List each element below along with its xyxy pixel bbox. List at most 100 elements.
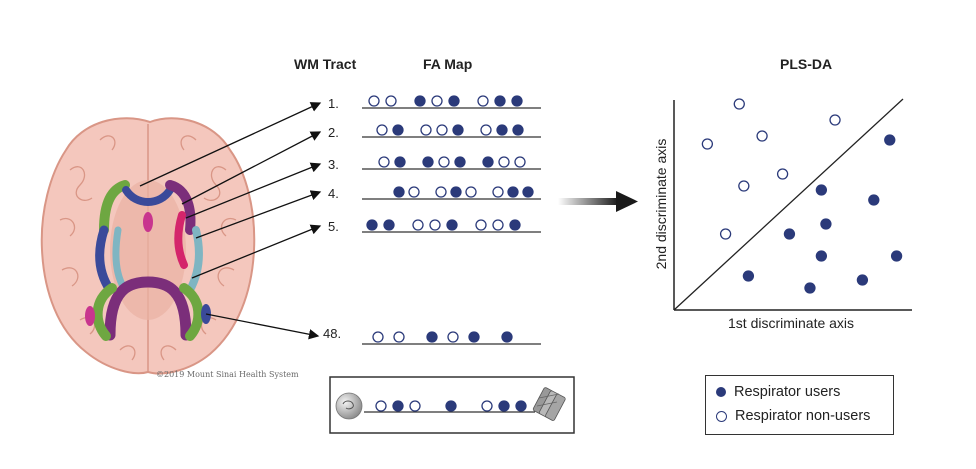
tract-label-2: 2.	[328, 125, 339, 140]
open-fa-dot	[447, 331, 459, 343]
respirator-icon	[532, 387, 566, 421]
open-fa-dot	[514, 156, 526, 168]
non-user-point	[829, 114, 841, 126]
open-fa-dot	[385, 95, 397, 107]
open-fa-dot	[492, 186, 504, 198]
open-fa-dot	[412, 219, 424, 231]
open-fa-dot	[465, 186, 477, 198]
user-point	[884, 134, 896, 146]
tract-teal-right	[186, 226, 203, 294]
filled-fa-dot	[468, 331, 480, 343]
open-fa-dot	[477, 95, 489, 107]
filled-fa-dot	[426, 331, 438, 343]
arrow-tract-5	[191, 224, 322, 279]
open-fa-dot	[408, 186, 420, 198]
scatter-points	[701, 98, 903, 294]
user-point	[820, 218, 832, 230]
example-dots	[375, 400, 527, 412]
plsda-plot	[673, 98, 912, 311]
fa-map-rows	[362, 95, 541, 345]
user-point	[868, 194, 880, 206]
tract-green-bottom-right	[179, 283, 204, 341]
plsda-header: PLS-DA	[780, 56, 833, 72]
filled-fa-dot	[454, 156, 466, 168]
filled-fa-dot	[414, 95, 426, 107]
arrow-tract-2	[181, 131, 322, 205]
x-axis-label: 1st discriminate axis	[728, 315, 855, 331]
filled-fa-dot	[450, 186, 462, 198]
tract-purple-bottom	[104, 276, 192, 341]
open-fa-dot	[436, 124, 448, 136]
tract-label-1: 1.	[328, 96, 339, 111]
filled-fa-dot	[512, 124, 524, 136]
tract-label-3: 3.	[328, 157, 339, 172]
user-point	[815, 250, 828, 262]
tract-label-5: 5.	[328, 219, 339, 234]
open-fa-dot	[393, 331, 405, 343]
open-example-dot	[481, 400, 493, 412]
open-fa-dot	[492, 219, 504, 231]
tract-red-right	[174, 211, 188, 269]
filled-fa-dot	[366, 219, 378, 231]
open-fa-dot	[435, 186, 447, 198]
open-fa-dot	[378, 156, 390, 168]
user-point	[856, 274, 869, 286]
user-point	[742, 270, 755, 282]
open-fa-dot	[431, 95, 443, 107]
filled-fa-dot	[522, 186, 534, 198]
tract-magenta-left	[85, 306, 95, 326]
open-dot-icon	[716, 410, 727, 422]
filled-fa-dot	[501, 331, 513, 343]
tract-green-left	[99, 180, 130, 235]
non-user-point	[733, 98, 745, 110]
open-fa-dot	[498, 156, 510, 168]
tract-label-4: 4.	[328, 186, 339, 201]
filled-fa-dot	[392, 124, 404, 136]
tract-label-48: 48.	[323, 326, 342, 341]
legend-label-users: Respirator users	[734, 384, 841, 400]
legend-label-non-users: Respirator non-users	[735, 408, 871, 424]
non-user-point	[756, 130, 768, 142]
non-user-point	[719, 228, 732, 240]
wm-tract-header: WM Tract	[294, 56, 357, 72]
brain-illustration	[40, 117, 256, 375]
filled-fa-dot	[496, 124, 508, 136]
non-user-point	[701, 138, 714, 150]
tract-navy-top	[122, 186, 174, 206]
filled-fa-dot	[448, 95, 460, 107]
brain-sphere-icon	[335, 392, 363, 420]
filled-dot-icon	[716, 387, 726, 397]
open-example-dot	[375, 400, 387, 412]
filled-fa-dot	[509, 219, 521, 231]
arrow-tract-48	[205, 313, 320, 340]
legend-item-users: Respirator users	[716, 384, 840, 400]
discriminant-line	[673, 98, 904, 311]
fa-map-header: FA Map	[423, 56, 473, 72]
filled-fa-dot	[452, 124, 464, 136]
tract-green-bottom-left	[92, 283, 117, 341]
open-fa-dot	[429, 219, 441, 231]
open-fa-dot	[368, 95, 380, 107]
open-example-dot	[409, 400, 421, 412]
filled-example-dot	[392, 400, 404, 412]
filled-fa-dot	[482, 156, 494, 168]
example-box	[329, 376, 575, 434]
filled-example-dot	[445, 400, 457, 412]
open-fa-dot	[376, 124, 388, 136]
arrow-tract-1	[139, 102, 322, 187]
non-user-point	[776, 168, 789, 180]
open-fa-dot	[420, 124, 432, 136]
tract-arrows	[139, 102, 322, 340]
filled-fa-dot	[507, 186, 519, 198]
open-fa-dot	[480, 124, 492, 136]
arrow-tract-4	[195, 190, 322, 239]
filled-example-dot	[498, 400, 510, 412]
open-fa-dot	[438, 156, 450, 168]
filled-fa-dot	[394, 156, 406, 168]
tract-purple-right	[165, 180, 196, 235]
tract-magenta-center	[143, 212, 153, 232]
arrow-tract-3	[185, 162, 322, 219]
filled-example-dot	[515, 400, 527, 412]
transition-arrow	[558, 191, 638, 212]
